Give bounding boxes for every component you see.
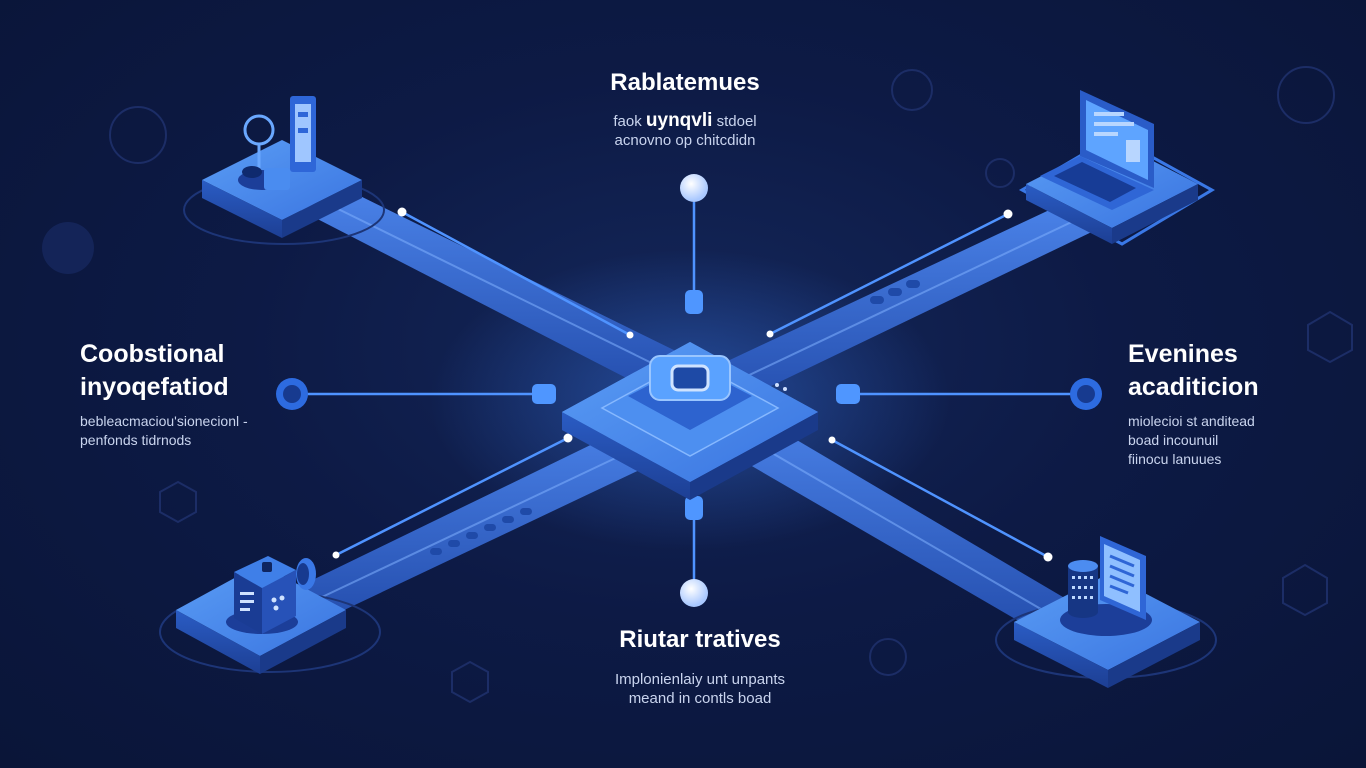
label-top: Rablatemues faok uynqvli stdoel acnovno … [540,66,830,150]
label-left-title-line2: inyoqefatiod [80,373,229,401]
label-right-title-line2: acaditicion [1128,373,1259,401]
lab-equipment-icon [238,96,316,190]
label-bottom-line1: Implonienlaiy unt unpants [614,671,786,688]
label-right-desc: miolecioi st anditead boad incounuil fii… [1128,412,1348,469]
laptop-icon [1040,90,1154,210]
label-top-desc: faok uynqvli stdoel acnovno op chitcdidn [540,111,830,150]
server-box-icon [226,556,316,634]
label-bottom-desc: Implonienlaiy unt unpants meand in contl… [560,670,840,708]
connector-pills [532,290,860,520]
connector-dots [332,207,1053,562]
label-top-line1-strong: uynqvli [645,110,713,131]
label-right: Evenines acaditicion miolecioi st andite… [1128,338,1348,469]
label-left-line2: penfonds tidrnods [80,432,192,448]
label-top-line2: acnovno op chitcdidn [614,132,756,149]
label-right-title: Evenines acaditicion [1128,338,1348,404]
label-top-line1-post: stdoel [716,113,757,130]
node-bottom [680,579,708,607]
label-right-line2: boad incounuil [1128,432,1219,448]
beam-bottom-left [296,420,690,612]
label-bottom-title: Riutar tratives [619,626,781,653]
label-bottom: Riutar tratives Implonienlaiy unt unpant… [560,623,840,708]
square-ring-icon [628,355,752,430]
background-decor [42,66,1353,704]
label-left: Coobstional inyoqefatiod bebleacmaciou's… [80,338,310,450]
label-right-line1: miolecioi st anditead [1128,413,1255,429]
label-top-title: Rablatemues [610,69,760,96]
central-hub [562,342,818,500]
beam-top-left [300,190,686,384]
label-left-line1: bebleacmaciou'sionecionl - [80,413,248,429]
label-left-desc: bebleacmaciou'sionecionl - penfonds tidr… [80,412,310,450]
label-left-title-line1: Coobstional [80,340,225,368]
beam-bottom-right [700,410,1068,624]
connector-lines [292,202,1086,590]
node-left [276,378,308,410]
label-top-line1-pre: faok [613,113,642,130]
node-top [680,174,708,202]
label-right-line3: fiinocu lanuues [1128,451,1222,467]
label-bottom-line2: meand in contls boad [628,690,772,707]
label-left-title: Coobstional inyoqefatiod [80,338,310,404]
label-right-title-line1: Evenines [1128,340,1238,368]
node-right [1070,378,1102,410]
beam-top-right [700,205,1100,400]
database-document-icon [1060,536,1152,636]
